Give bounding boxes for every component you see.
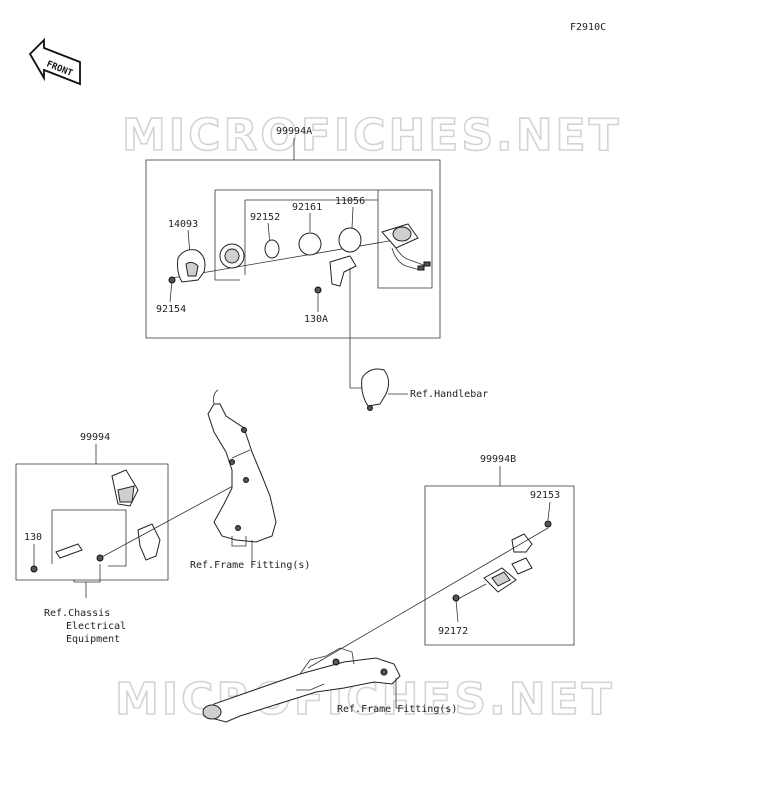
socket-part bbox=[381, 223, 431, 271]
kit-main-group: 99994 130 Ref.Chassis Electrical Equipme… bbox=[15, 432, 245, 645]
ref-frame-fitting-2: Ref.Frame Fitting(s) bbox=[337, 704, 457, 715]
ref-handlebar: Ref.Handlebar bbox=[410, 389, 488, 400]
connector-part bbox=[111, 469, 139, 507]
callout-11056: 11056 bbox=[335, 196, 365, 207]
watermark-top: MICROFICHES.NET bbox=[122, 110, 622, 161]
screw bbox=[96, 554, 104, 562]
callout-99994b: 99994B bbox=[480, 454, 516, 465]
kit-a-group: 99994A 14093 92152 92161 11056 92154 130… bbox=[145, 126, 488, 411]
nut-11056 bbox=[338, 227, 362, 253]
frame-fitting bbox=[207, 389, 277, 547]
bolt-92172 bbox=[452, 594, 460, 602]
callout-130: 130 bbox=[24, 532, 42, 543]
bracket-part bbox=[329, 255, 357, 287]
callout-92161: 92161 bbox=[292, 202, 322, 213]
callout-92153: 92153 bbox=[530, 490, 560, 501]
bolt-130a bbox=[314, 286, 322, 294]
bezel-part bbox=[219, 243, 245, 269]
callout-14093: 14093 bbox=[168, 219, 198, 230]
callout-130a: 130A bbox=[304, 314, 328, 325]
sensor-part bbox=[483, 557, 533, 593]
callout-92154: 92154 bbox=[156, 304, 186, 315]
clamp-part bbox=[177, 249, 206, 283]
switch-bracket bbox=[137, 523, 161, 561]
figure-code: F2910C bbox=[570, 22, 606, 33]
callout-99994: 99994 bbox=[80, 432, 110, 443]
kit-b-group: 99994B 92153 92172 bbox=[424, 454, 575, 646]
strap-part bbox=[55, 543, 83, 559]
ref-frame-fitting-1: Ref.Frame Fitting(s) bbox=[190, 560, 310, 571]
bolt-130 bbox=[30, 565, 38, 573]
washer-92161 bbox=[298, 232, 322, 256]
ref-chassis-line1: Ref.Chassis bbox=[44, 608, 110, 619]
front-arrow-icon: FRONT bbox=[28, 37, 81, 86]
screw-92153 bbox=[544, 520, 552, 528]
bolt-92154 bbox=[168, 276, 176, 284]
ref-chassis-line2: Electrical bbox=[66, 621, 126, 632]
callout-92172: 92172 bbox=[438, 626, 468, 637]
ref-chassis-line3: Equipment bbox=[66, 634, 120, 645]
callout-92152: 92152 bbox=[250, 212, 280, 223]
ring-92152 bbox=[264, 239, 280, 259]
callout-99994a: 99994A bbox=[276, 126, 312, 137]
handlebar-clamp bbox=[361, 368, 390, 411]
